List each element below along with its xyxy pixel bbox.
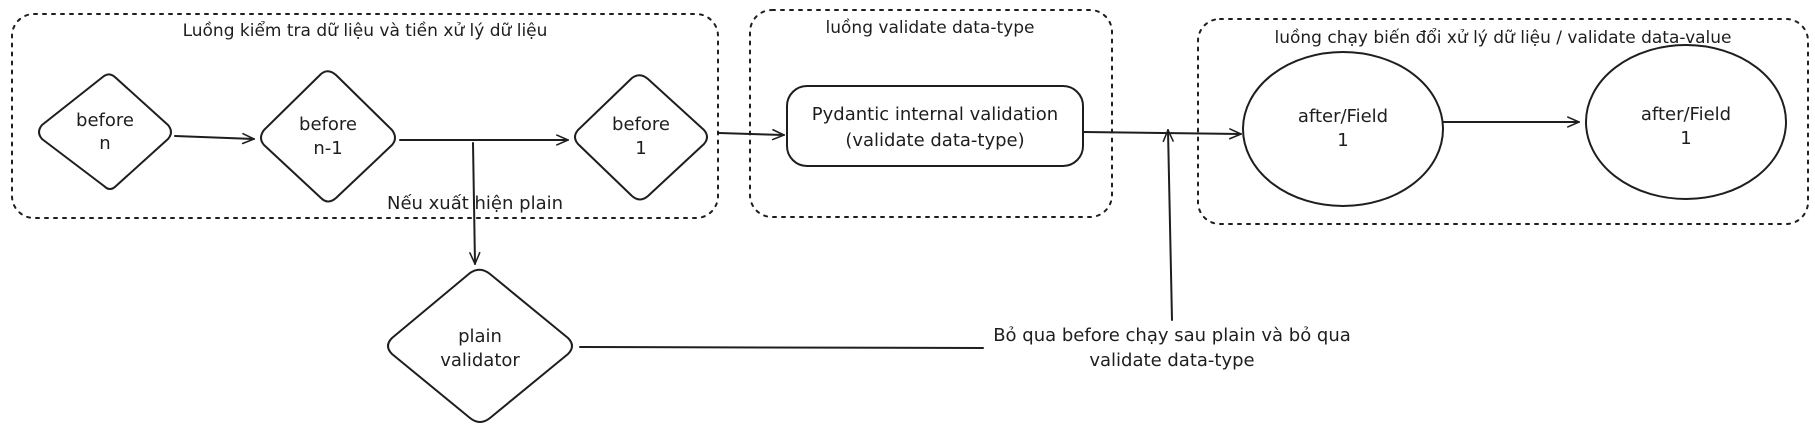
node-before-n-1-line2: n-1	[313, 138, 342, 159]
node-before-n-1-line1: before	[299, 114, 357, 135]
label-skip-note-line1: Bỏ qua before chạy sau plain và bỏ qua	[993, 325, 1351, 346]
arrow-to-plain-validator	[469, 142, 481, 265]
line-plain-validator-skip	[579, 346, 984, 349]
node-plain-validator-line1: plain	[458, 326, 502, 347]
node-before-n-line2: n	[99, 133, 110, 154]
node-before-1-line1: before	[612, 114, 670, 135]
node-plain-validator: plain validator	[387, 268, 573, 423]
node-pydantic-validation-line2: (validate data-type)	[845, 130, 1024, 151]
group-label-value-validation: luồng chạy biến đổi xử lý dữ liệu / vali…	[1274, 27, 1731, 48]
node-pydantic-validation: Pydantic internal validation (validate d…	[786, 85, 1084, 167]
node-before-n: before n	[38, 73, 172, 190]
arrow-before-1-to-pydantic	[718, 128, 785, 141]
group-label-preprocess: Luồng kiểm tra dữ liệu và tiền xử lý dữ …	[183, 20, 548, 41]
arrow-skip-to-value-flow	[1162, 129, 1174, 321]
node-before-1: before 1	[574, 74, 708, 201]
label-skip-note-line2: validate data-type	[1089, 350, 1254, 371]
node-after-field-2-line1: after/Field	[1641, 104, 1731, 125]
node-after-field-1-line2: 1	[1337, 130, 1348, 151]
node-after-field-2-line2: 1	[1680, 128, 1691, 149]
node-after-field-1-line1: after/Field	[1298, 106, 1388, 127]
node-pydantic-validation-line1: Pydantic internal validation	[812, 104, 1058, 125]
arrow-before-n-to-before-n-1	[174, 132, 255, 145]
node-plain-validator-line2: validator	[440, 350, 520, 371]
group-box-type-validation	[749, 9, 1113, 218]
node-after-field-2: after/Field 1	[1585, 44, 1787, 200]
node-before-n-1: before n-1	[260, 70, 396, 203]
node-before-1-line2: 1	[635, 138, 646, 159]
arrow-pydantic-to-after-field	[1083, 128, 1242, 140]
group-box-value-validation	[1197, 18, 1809, 225]
label-plain-condition: Nếu xuất hiện plain	[387, 193, 563, 214]
group-box-preprocess	[11, 13, 719, 219]
group-label-type-validation: luồng validate data-type	[826, 17, 1035, 38]
node-before-n-line1: before	[76, 110, 134, 131]
node-after-field-1: after/Field 1	[1242, 51, 1444, 207]
